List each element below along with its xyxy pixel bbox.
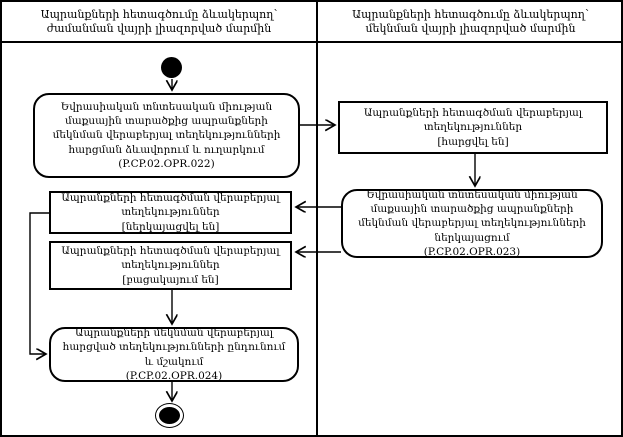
activity-code: (P.CP.02.OPR.023) xyxy=(423,245,521,258)
swimlane-divider xyxy=(316,2,318,435)
activity-text: Ապրանքների մեկնման վերաբերյալ հարցված տե… xyxy=(62,327,286,368)
object-text: Ապրանքների հետագծման վերաբերյալ տեղեկութ… xyxy=(61,192,280,219)
header-separator xyxy=(2,41,621,43)
activity-request-formation-opr022: Եվրասիական տնտեսական միության մաքսային տ… xyxy=(33,93,300,178)
activity-receive-process-opr024: Ապրանքների մեկնման վերաբերյալ հարցված տե… xyxy=(49,327,299,382)
object-info-absent: Ապրանքների հետագծման վերաբերյալ տեղեկութ… xyxy=(49,241,292,290)
activity-text: Եվրասիական տնտեսական միության մաքսային տ… xyxy=(52,101,281,156)
activity-code: (P.CP.02.OPR.024) xyxy=(125,369,223,382)
activity-code: (P.CP.02.OPR.022) xyxy=(118,157,215,170)
object-state: [հարցվել են] xyxy=(437,135,509,148)
object-state: [ներկայացվել են] xyxy=(121,220,220,233)
object-info-requested: Ապրանքների հետագծման վերաբերյալ տեղեկութ… xyxy=(338,101,608,154)
object-text: Ապրանքների հետագծման վերաբերյալ տեղեկութ… xyxy=(363,107,583,134)
lane-header-arrival-authority: Ապրանքների հետագծումը ձևակերպող՝ ժամանմա… xyxy=(40,7,278,35)
end-node xyxy=(155,403,184,428)
object-info-submitted: Ապրանքների հետագծման վերաբերյալ տեղեկութ… xyxy=(49,191,292,234)
object-text: Ապրանքների հետագծման վերաբերյալ տեղեկութ… xyxy=(61,245,280,272)
activity-text: Եվրասիական տնտեսական միության մաքսային տ… xyxy=(358,189,586,244)
object-state: [բացակայում են] xyxy=(122,273,219,286)
lane-header-departure-authority: Ապրանքների հետագծումը ձևակերպող՝ մեկնման… xyxy=(352,7,589,35)
start-node xyxy=(161,57,182,78)
activity-info-submission-opr023: Եվրասիական տնտեսական միության մաքսային տ… xyxy=(341,189,603,258)
end-node-core xyxy=(159,407,180,424)
